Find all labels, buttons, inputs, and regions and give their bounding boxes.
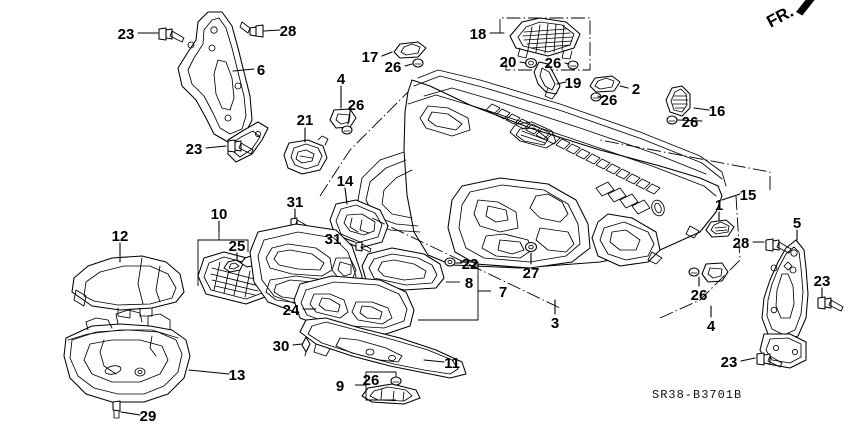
part-29-self-tapping-screw — [112, 400, 121, 419]
part-5-right-side-bracket — [759, 239, 809, 369]
callout-19: 19 — [565, 75, 582, 92]
callout-25: 25 — [229, 238, 246, 255]
callout-13: 13 — [229, 367, 246, 384]
part-26-clip-screw-e — [666, 115, 678, 125]
part-23-flange-bolt-b — [227, 139, 254, 155]
callout-28b: 28 — [733, 235, 750, 252]
callout-26g: 26 — [691, 287, 708, 304]
callout-labels: 23 28 6 23 21 4 26 17 26 18 20 26 19 2 2… — [112, 23, 831, 424]
group-outline-right — [599, 139, 771, 190]
fr-label: FR. — [763, 2, 796, 32]
callout-24: 24 — [283, 302, 300, 319]
part-31-tapping-screw-b — [355, 241, 372, 253]
callout-26f: 26 — [363, 372, 380, 389]
callout-22: 22 — [462, 256, 479, 273]
callout-2: 2 — [632, 81, 640, 98]
callout-5: 5 — [793, 215, 801, 232]
part-30-clip-pin — [301, 336, 311, 357]
part-4-dash-clip-b — [701, 262, 729, 283]
callout-26b: 26 — [385, 59, 402, 76]
part-6-left-side-bracket — [177, 11, 269, 163]
part-18-center-speaker-grille — [499, 17, 591, 71]
drawing-code: SR38-B3701B — [652, 388, 742, 402]
callout-27: 27 — [523, 265, 540, 282]
callout-28a: 28 — [280, 23, 297, 40]
callout-26d: 26 — [601, 92, 618, 109]
part-8-glove-box-lid-trim — [361, 247, 445, 291]
callout-23d: 23 — [721, 354, 738, 371]
callout-6: 6 — [257, 62, 265, 79]
part-21-side-defroster-vent — [283, 135, 329, 175]
part-13-column-cover-lower — [63, 309, 191, 403]
instrument-panel-main-body — [357, 69, 727, 269]
callout-23c: 23 — [814, 273, 831, 290]
part-14-left-side-vent — [329, 199, 389, 249]
part-28-flange-bolt-b — [765, 238, 792, 254]
callout-23a: 23 — [118, 26, 135, 43]
part-20-nut — [524, 57, 538, 69]
callout-7: 7 — [499, 284, 507, 301]
orientation-marker: FR. — [763, 0, 833, 32]
callout-31b: 31 — [325, 231, 342, 248]
part-26-clip-screw-a — [341, 125, 353, 135]
part-19-defroster-duct — [533, 61, 561, 100]
callout-16: 16 — [709, 103, 726, 120]
part-26-clip-screw-d — [590, 92, 602, 102]
callout-8: 8 — [465, 275, 473, 292]
callout-26c: 26 — [545, 55, 562, 72]
callout-15: 15 — [740, 187, 757, 204]
callout-29: 29 — [140, 408, 157, 424]
fr-arrow-icon — [795, 0, 833, 16]
callout-3: 3 — [551, 315, 559, 332]
callout-17: 17 — [362, 49, 379, 66]
callout-26a: 26 — [348, 97, 365, 114]
part-12-column-cover-upper — [71, 255, 185, 319]
callout-26e: 26 — [682, 114, 699, 131]
callout-31a: 31 — [287, 194, 304, 211]
group-outline-lower — [371, 217, 561, 309]
callout-20: 20 — [500, 54, 517, 71]
part-23-flange-bolt-a — [158, 27, 185, 43]
callout-18: 18 — [470, 26, 487, 43]
part-27-grommet — [524, 241, 538, 253]
callout-4b: 4 — [707, 318, 716, 335]
group-outline-left — [319, 91, 409, 197]
part-26-clip-screw-g — [688, 267, 700, 277]
part-16-side-speaker-grille — [665, 85, 691, 117]
callout-12: 12 — [112, 228, 129, 245]
part-17-defroster-nozzle-cover — [393, 41, 427, 59]
callout-14: 14 — [337, 173, 354, 190]
callout-23b: 23 — [186, 141, 203, 158]
part-26-clip-screw-f — [390, 376, 402, 386]
part-1-dash-end-cap — [705, 219, 735, 238]
callout-4a: 4 — [337, 71, 346, 88]
callout-11: 11 — [444, 355, 460, 372]
part-23-flange-bolt-d — [756, 352, 783, 368]
leader-lines — [119, 29, 823, 416]
part-11-lower-dash-garnish — [299, 317, 467, 379]
callout-30: 30 — [273, 338, 290, 355]
part-2-side-cover-cap — [589, 75, 621, 93]
callout-1: 1 — [715, 197, 723, 214]
part-26-clip-screw-c — [567, 60, 579, 70]
part-28-flange-bolt-a — [239, 21, 264, 38]
part-23-flange-bolt-c — [817, 296, 844, 312]
callout-10: 10 — [211, 206, 228, 223]
part-22-grommet — [444, 257, 456, 267]
part-26-clip-screw-b — [412, 58, 424, 68]
callout-9: 9 — [336, 378, 344, 395]
callout-21: 21 — [297, 112, 314, 129]
group-outline-panel — [659, 195, 741, 319]
